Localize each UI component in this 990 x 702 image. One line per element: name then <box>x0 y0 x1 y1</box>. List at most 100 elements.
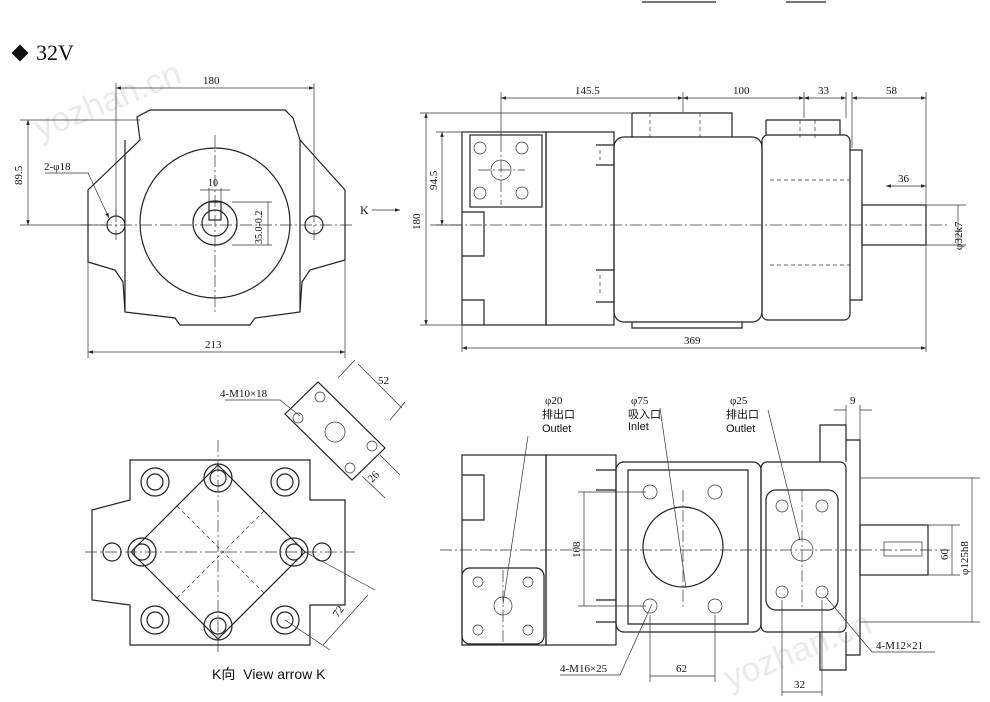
side-dim-36: 36 <box>898 173 910 185</box>
bottom-outlet-plate-left <box>461 567 545 645</box>
side-dim-ext-top <box>500 92 927 205</box>
k-dim-72-line <box>284 551 376 651</box>
bottom-dim-32-line <box>781 600 823 696</box>
front-view: 180 89.5 2-φ18 10 35.0-0.2 213 <box>13 75 355 358</box>
bottom-inlet-plate <box>627 469 749 625</box>
k-view: 4-M10×18 52 26 72 <box>85 359 406 655</box>
bottom-dim-9: 9 <box>850 395 856 407</box>
front-key-depth: 35.0-0.2 <box>254 211 265 244</box>
front-dim-180: 180 <box>203 75 220 87</box>
port3-leader <box>767 409 801 541</box>
front-body-outline <box>87 109 346 326</box>
side-view-marker: K <box>360 203 369 217</box>
front-key-width: 10 <box>208 178 218 189</box>
side-dim-33: 33 <box>818 85 830 97</box>
front-dim-213: 213 <box>205 339 222 351</box>
k-bolt-group <box>102 463 332 641</box>
front-dim-89: 89.5 <box>13 165 25 185</box>
k-view-caption-en: View arrow K <box>243 666 326 682</box>
side-port-bolt-3 <box>473 186 487 200</box>
k-dim-52-line <box>337 359 406 421</box>
bottom-dim-108: 108 <box>571 541 583 558</box>
port3-en: Outlet <box>726 423 755 435</box>
bottom-dim-125: φ125h8 <box>959 541 971 575</box>
port1-cn: 排出口 <box>542 407 575 421</box>
bottom-m16-leader <box>560 603 653 676</box>
bottom-dim-9-line <box>834 405 872 440</box>
front-dim-ext-bottom <box>87 260 346 358</box>
k-detail-flange <box>284 381 386 481</box>
side-dim-180: 180 <box>411 213 423 230</box>
port2-en: Inlet <box>628 421 649 433</box>
front-centerlines <box>80 135 355 315</box>
bottom-centerlines <box>440 490 950 644</box>
k-body-outline <box>91 459 346 646</box>
side-port-bolt-1 <box>473 141 487 155</box>
side-ribs <box>596 144 614 303</box>
bottom-bolt-m12: 4-M12×21 <box>876 640 923 652</box>
side-dim-100: 100 <box>733 85 750 97</box>
side-dim-369: 369 <box>684 335 701 347</box>
bottom-dim-62: 62 <box>676 663 687 675</box>
k-centerlines <box>85 440 355 655</box>
port3-dia: φ25 <box>730 395 748 407</box>
front-hole-note: 2-φ18 <box>44 161 71 173</box>
side-centerlines <box>430 140 950 226</box>
side-top-boss <box>631 112 743 329</box>
k-dim-52: 52 <box>378 375 389 387</box>
k-view-caption-cn: K向 <box>212 666 236 682</box>
front-hole-leader <box>45 172 110 219</box>
side-dim-145: 145.5 <box>575 85 600 97</box>
bottom-dim-60-line <box>928 524 960 576</box>
k-detail-port <box>324 421 346 443</box>
port1-dia: φ20 <box>545 395 563 407</box>
bottom-dim-32: 32 <box>794 679 805 691</box>
port1-en: Outlet <box>542 423 571 435</box>
side-dim-94: 94.5 <box>428 170 440 190</box>
side-dim-58: 58 <box>886 85 898 97</box>
side-lower-tabs <box>462 211 485 325</box>
bottom-main-body <box>615 461 762 633</box>
bottom-tabs-ribs <box>462 469 616 623</box>
side-main-body <box>613 136 763 323</box>
front-dim-ext-top <box>115 83 315 215</box>
port2-leader <box>659 407 687 589</box>
k-dim-26: 26 <box>366 469 383 486</box>
k-dim-72: 72 <box>331 604 347 620</box>
k-view-caption: K向 View arrow K <box>212 664 329 684</box>
side-rear-boss <box>765 119 841 135</box>
side-rear-section <box>761 134 851 321</box>
k-dim-26-line <box>361 454 401 499</box>
k-bolt-leader <box>225 399 301 417</box>
side-hidden-lines <box>599 113 850 295</box>
port2-cn: 吸入口 <box>628 409 661 421</box>
bottom-view: φ20 排出口 Outlet φ75 吸入口 Inlet φ25 排出口 Out… <box>440 395 980 696</box>
bottom-dim-125-line <box>860 477 980 623</box>
watermark-top: yozhan.cn <box>29 54 187 147</box>
bottom-m12-leader <box>824 595 935 653</box>
side-cover-block <box>461 131 547 326</box>
side-port-bolt-2 <box>515 141 529 155</box>
bottom-shaft-key <box>883 541 923 557</box>
k-diamond-plate <box>130 464 306 640</box>
side-shaft-dia: φ32k7 <box>953 221 965 250</box>
side-port-bolt-4 <box>515 186 529 200</box>
side-body-section <box>545 131 615 326</box>
side-view: K 145.5 100 3 <box>360 85 966 352</box>
front-body-sides <box>124 140 301 312</box>
front-dim-ext-left <box>20 119 140 226</box>
k-bolt-note: 4-M10×18 <box>220 388 268 400</box>
port2-dia: φ75 <box>631 395 649 407</box>
bottom-dim-108-line <box>578 491 646 607</box>
bottom-dim-60: 60 <box>939 549 951 561</box>
port3-cn: 排出口 <box>726 407 759 421</box>
front-key-depth-line <box>232 201 272 246</box>
front-key-dim-line <box>200 188 230 202</box>
port1-leader <box>502 435 529 605</box>
side-dim-shaft-line <box>926 204 966 246</box>
bottom-flange-ears <box>819 424 847 671</box>
bottom-dim-62-line <box>649 615 716 682</box>
title-group: 32V <box>10 40 74 66</box>
